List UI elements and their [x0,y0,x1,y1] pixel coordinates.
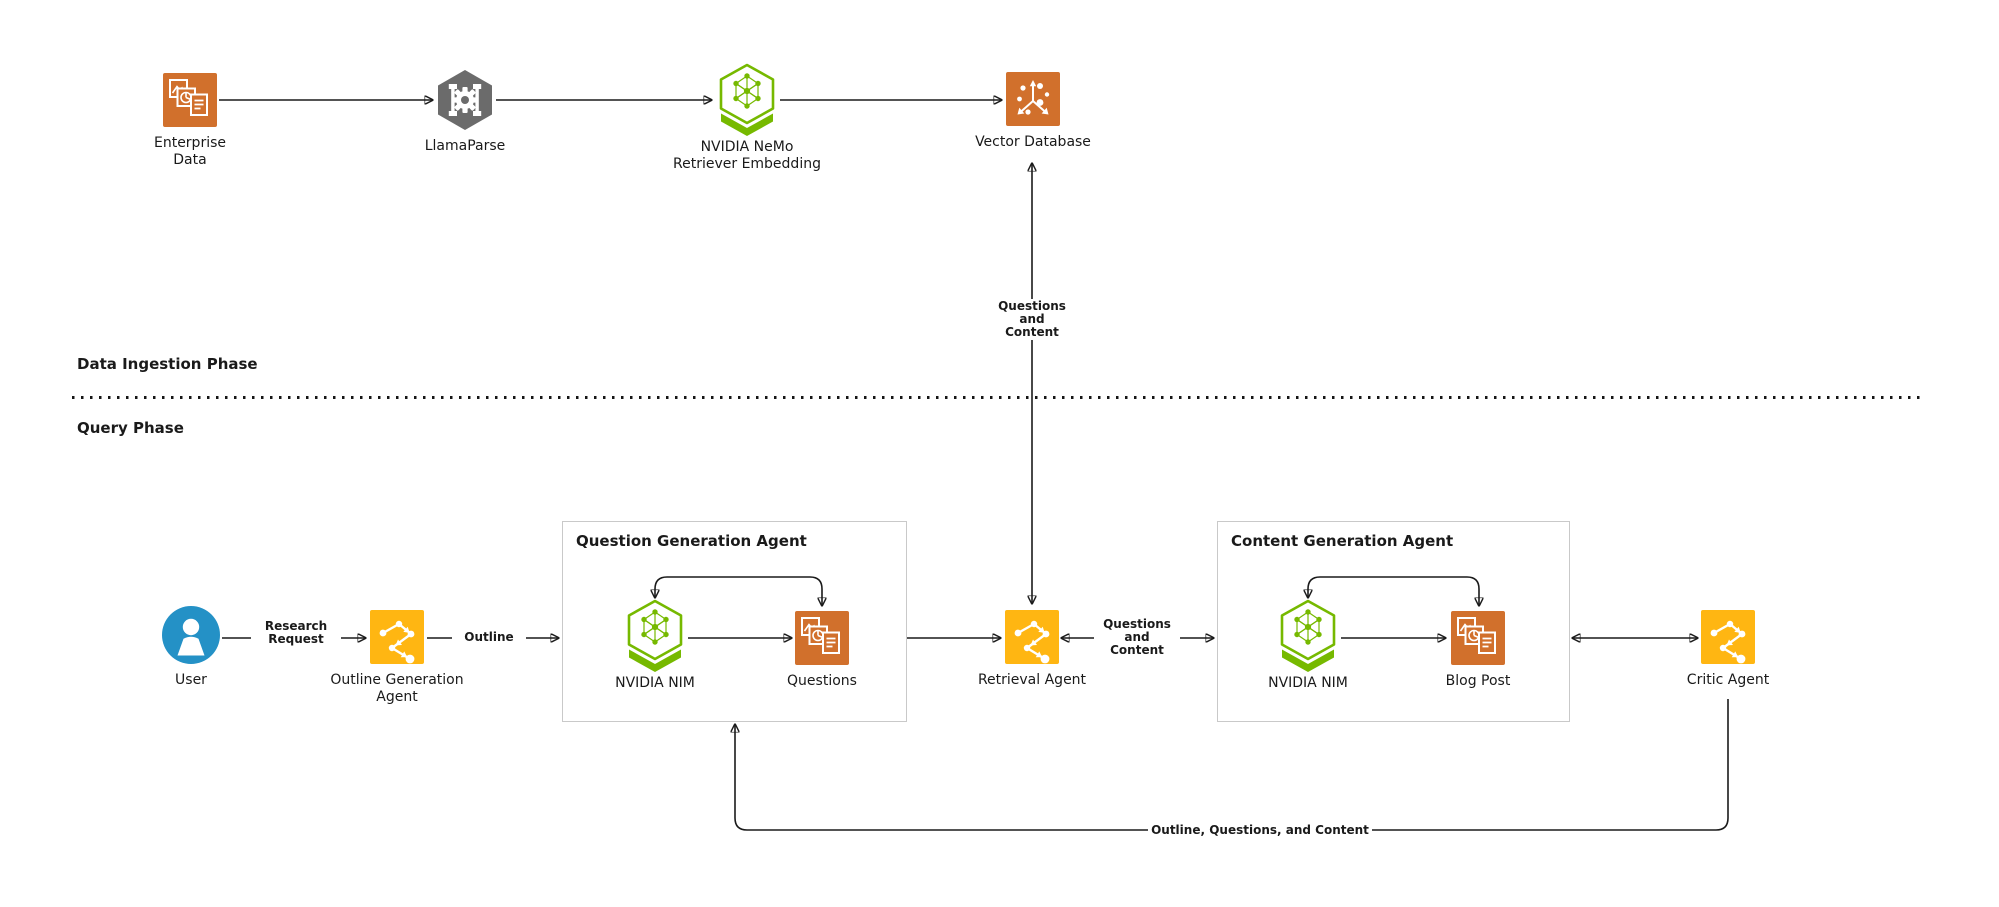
data-ingestion-phase-label: Data Ingestion Phase [77,355,258,373]
node-llamaparse: LlamaParse [385,68,545,155]
node-critic-agent: Critic Agent [1648,610,1808,689]
node-outline-generation-agent: Outline Generation Agent [317,610,477,706]
node-user: User [111,606,271,689]
questions-and-content-vertical-label: Questions and Content [989,299,1075,340]
node-vector-database: Vector Database [953,72,1113,151]
vector-database-label: Vector Database [975,134,1091,150]
node-blog-post: Blog Post [1398,611,1558,690]
outline-edge-label: Outline [452,630,526,645]
user-icon [162,606,220,664]
documents-icon [163,73,217,127]
research-request-edge-label: Research Request [251,619,341,647]
node-questions: Questions [742,611,902,690]
node-content-gen-nvidia-nim: NVIDIA NIM [1228,598,1388,692]
node-enterprise-data: Enterprise Data [110,73,270,169]
documents-icon [1451,611,1505,665]
parser-hexagon-icon [436,68,494,132]
critic-agent-label: Critic Agent [1686,672,1770,688]
feedback-edge-label: Outline, Questions, and Content [1148,823,1372,838]
nim-hexagon-icon [716,62,778,136]
query-phase-label: Query Phase [77,419,184,437]
questions-label: Questions [787,673,857,689]
content-generation-agent-box: Content Generation Agent [1217,521,1570,722]
phase-separator-dotted-line [72,396,1923,399]
enterprise-data-label: Enterprise Data [153,135,227,168]
agent-icon [1701,610,1755,664]
blog-post-label: Blog Post [1445,673,1511,689]
nim-hexagon-icon [1277,598,1339,672]
user-label: User [175,672,207,688]
retrieval-agent-label: Retrieval Agent [977,672,1087,688]
vector-axes-icon [1006,72,1060,126]
node-question-gen-nvidia-nim: NVIDIA NIM [575,598,735,692]
outline-agent-label: Outline Generation Agent [330,672,464,705]
questions-and-content-horizontal-label: Questions and Content [1094,617,1180,658]
question-generation-agent-box: Question Generation Agent [562,521,907,722]
node-nemo-retriever-embedding: NVIDIA NeMo Retriever Embedding [667,62,827,173]
agent-icon [1005,610,1059,664]
nemo-embedding-label: NVIDIA NeMo Retriever Embedding [673,139,821,172]
llamaparse-label: LlamaParse [424,138,506,154]
node-retrieval-agent: Retrieval Agent [952,610,1112,689]
question-generation-agent-title: Question Generation Agent [576,532,807,550]
nim-hexagon-icon [624,598,686,672]
documents-icon [795,611,849,665]
agent-icon [370,610,424,664]
qg-nim-label: NVIDIA NIM [615,675,695,691]
content-generation-agent-title: Content Generation Agent [1231,532,1454,550]
cg-nim-label: NVIDIA NIM [1268,675,1348,691]
